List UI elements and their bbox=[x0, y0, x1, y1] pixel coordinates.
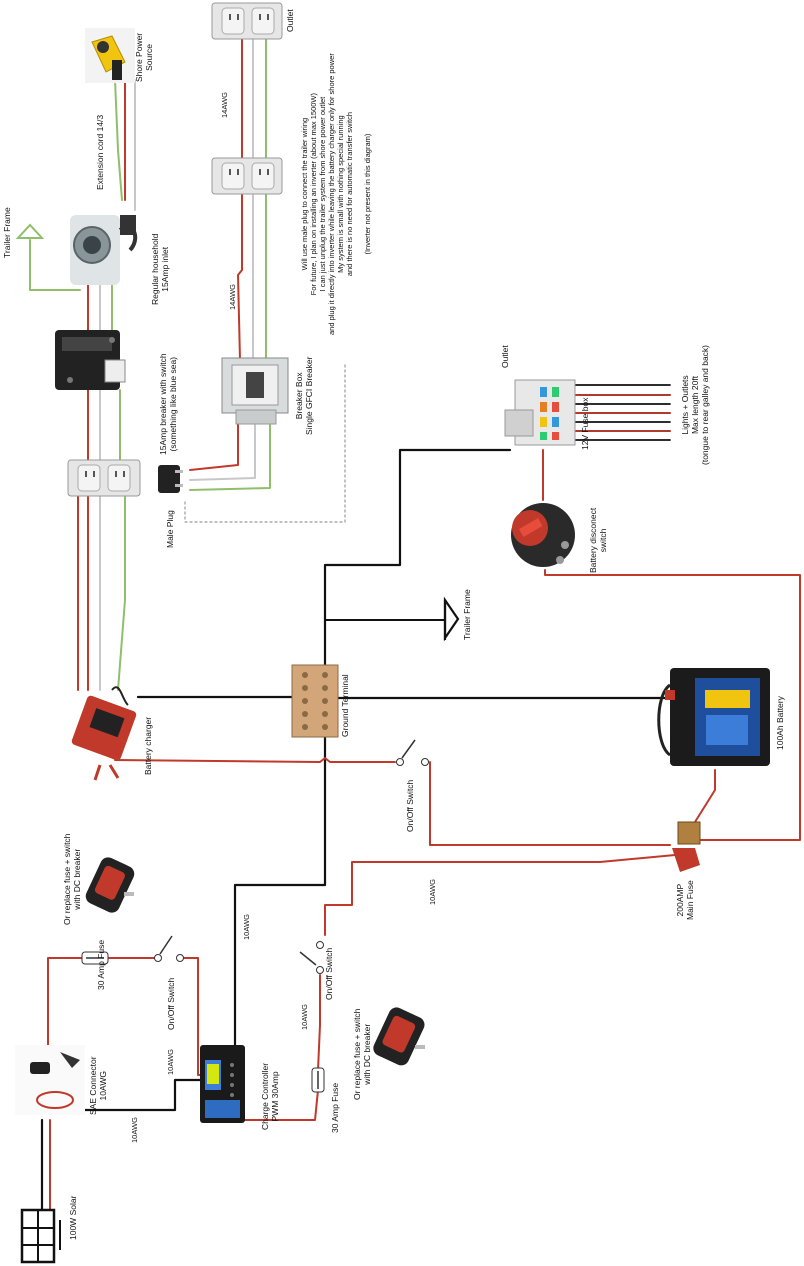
label-installation-note: Will use male plug to connect the traile… bbox=[300, 53, 372, 335]
outlet-top-icon bbox=[211, 2, 283, 40]
wire-dc-negative bbox=[323, 448, 512, 667]
label-onoff-left: On/Off Switch bbox=[166, 977, 176, 1030]
label-battery: 100Ah Battery bbox=[775, 696, 785, 750]
wire-ground bbox=[117, 494, 126, 691]
label-male-plug: Male Plug bbox=[165, 510, 175, 548]
wire-dc-positive bbox=[244, 1089, 319, 1121]
label-outlet-top: Outlet bbox=[285, 9, 295, 32]
label-ground-terminal: Ground Terminal bbox=[340, 674, 350, 737]
wire-dc-negative bbox=[68, 1078, 202, 1112]
label-battery-disconnect: Battery disconect switch bbox=[588, 507, 608, 573]
wire-ground bbox=[114, 79, 123, 201]
label-charge-controller: Charge Controller PWM 30Amp bbox=[260, 1062, 280, 1130]
solar-panel-icon bbox=[20, 1208, 61, 1264]
label-outlet-right: Outlet bbox=[500, 345, 510, 368]
battery-charger-icon bbox=[71, 686, 137, 781]
label-fuse-box: 12V Fuse box bbox=[580, 397, 590, 450]
wire-neutral bbox=[189, 409, 256, 481]
label-solar: 100W Solar bbox=[68, 1195, 78, 1240]
fuse-30a-right-icon bbox=[311, 1067, 325, 1093]
onoff-switch-left-icon bbox=[154, 935, 184, 962]
label-10awg-d: 10AWG bbox=[300, 1004, 309, 1030]
wire-dc-positive bbox=[544, 569, 801, 841]
label-battery-charger: Battery charger bbox=[143, 716, 153, 775]
sae-connector-icon bbox=[15, 1045, 85, 1115]
trailer-frame-top-ground-icon bbox=[15, 223, 45, 239]
fuse-box-icon bbox=[504, 379, 576, 446]
battery-icon bbox=[657, 668, 770, 766]
wire-dc-positive bbox=[689, 769, 716, 831]
label-trailer-frame-mid: Trailer Frame bbox=[462, 589, 472, 640]
main-fuse-icon bbox=[672, 821, 701, 872]
wire-dc-positive bbox=[179, 957, 201, 1076]
label-10awg-b: 10AWG bbox=[242, 914, 251, 940]
label-breaker-15a: 15Amp breaker with switch (something lik… bbox=[158, 353, 178, 455]
label-lights-outlets: Lights + Outlets Max length 20ft (tongue… bbox=[680, 344, 710, 465]
label-extension-cord: Extension cord 14/3 bbox=[95, 114, 105, 190]
label-10awg-c: 10AWG bbox=[166, 1049, 175, 1075]
wire-dc-negative bbox=[233, 733, 327, 1047]
wire-ground bbox=[29, 239, 81, 291]
wire-dc-positive bbox=[47, 957, 83, 1046]
wire-hot bbox=[189, 409, 239, 471]
outlet-lower-icon bbox=[67, 459, 141, 497]
dotted-connection bbox=[184, 364, 346, 523]
label-main-fuse: 200AMP Main Fuse bbox=[675, 880, 695, 920]
label-14awg-mid: 14AWG bbox=[228, 284, 237, 310]
label-10awg-a: 10AWG bbox=[428, 879, 437, 905]
label-10awg-e: 10AWG bbox=[130, 1117, 139, 1143]
label-replace-bottom: Or replace fuse + switch with DC breaker bbox=[352, 1008, 372, 1100]
label-shore-power: Shore Power Source bbox=[134, 32, 154, 82]
dc-breaker-bottom-icon bbox=[373, 1007, 425, 1066]
charge-controller-icon bbox=[200, 1045, 245, 1123]
label-onoff-mid: On/Off Switch bbox=[324, 947, 334, 1000]
battery-disconnect-icon bbox=[511, 503, 575, 567]
wire-dc-positive bbox=[429, 761, 671, 846]
dc-breaker-top-icon bbox=[85, 857, 135, 913]
wire-dc-positive bbox=[114, 757, 396, 763]
wire-ground bbox=[189, 409, 271, 491]
label-fuse30-left: 30 Amp Fuse bbox=[96, 939, 106, 990]
outlet-middle-icon bbox=[211, 157, 283, 195]
onoff-switch-mid-icon bbox=[299, 941, 324, 974]
trailer-frame-mid-ground-icon bbox=[443, 596, 460, 642]
label-replace-top: Or replace fuse + switch with DC breaker bbox=[62, 833, 82, 925]
breaker-15a-icon bbox=[55, 330, 126, 390]
label-fuse30-right: 30 Amp Fuse bbox=[330, 1082, 340, 1133]
ground-terminal-icon bbox=[291, 664, 339, 738]
label-14awg-top: 14AWG bbox=[220, 92, 229, 118]
wire-dc-positive bbox=[317, 974, 321, 1071]
breaker-box-icon bbox=[221, 357, 289, 425]
household-inlet-icon bbox=[70, 215, 138, 285]
shore-power-plug-icon bbox=[85, 28, 135, 83]
label-household-inlet: Regular household 15Amp inlet bbox=[150, 233, 170, 305]
fuse-30a-left-icon bbox=[81, 951, 109, 965]
onoff-switch-right-icon bbox=[396, 739, 429, 766]
wire-hot bbox=[237, 194, 243, 361]
label-sae-connector: SAE Connector 10AWG bbox=[88, 1056, 108, 1115]
label-breaker-box: Breaker Box Single GFCI Breaker bbox=[294, 356, 314, 435]
label-trailer-frame-top: Trailer Frame bbox=[2, 207, 12, 258]
male-plug-icon bbox=[158, 465, 183, 493]
wire-dc-positive bbox=[324, 854, 676, 936]
label-onoff-right: On/Off Switch bbox=[405, 779, 415, 832]
